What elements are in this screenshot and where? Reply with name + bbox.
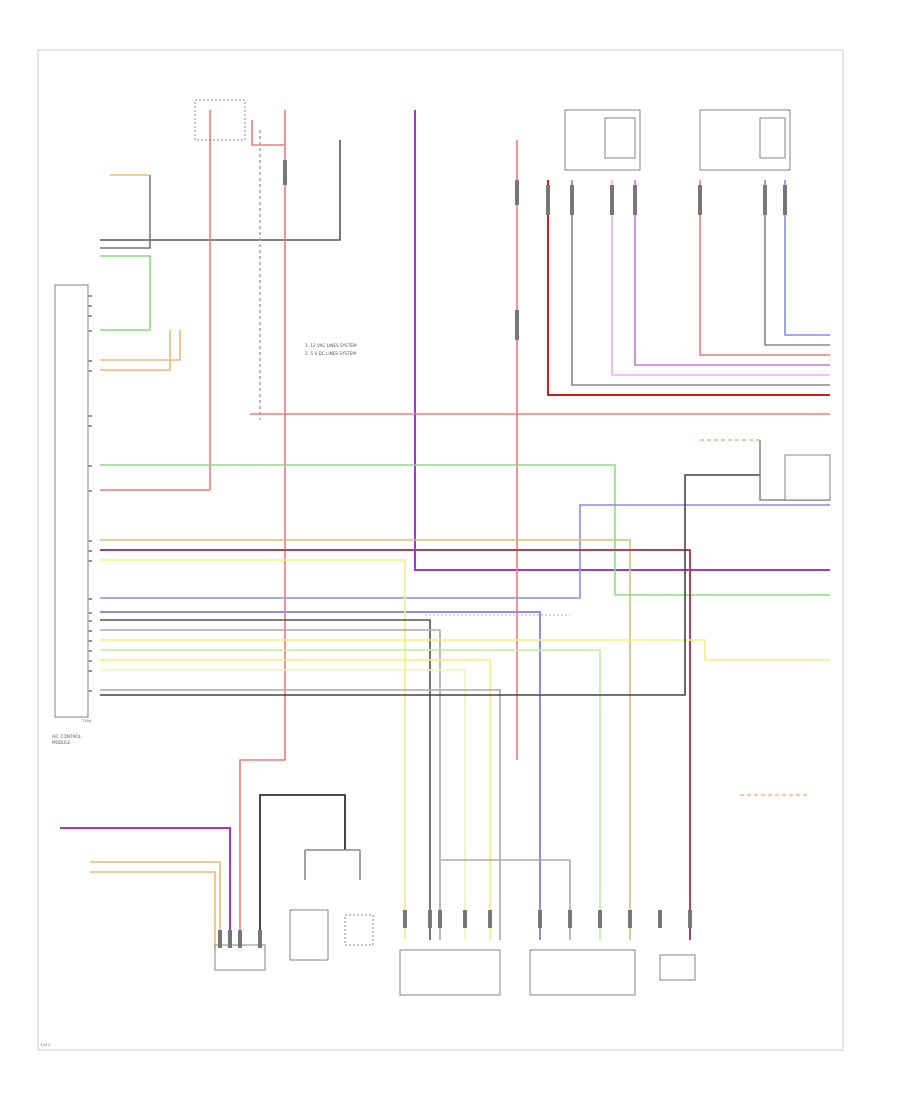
wire-yellow-2: [100, 639, 830, 661]
wire-orange-low-2: [90, 871, 216, 950]
sensor-block-3: [659, 954, 696, 981]
wire-yellow-3: [100, 659, 491, 940]
wire-blue-mid: [100, 611, 541, 940]
wire-orange-low-1: [90, 861, 221, 950]
wire-red-right-2: [699, 180, 830, 356]
wire-harness: [60, 110, 830, 950]
wire-black-low: [259, 794, 346, 950]
wire-blue-right: [784, 180, 830, 336]
wire-black-top-2: [100, 175, 151, 249]
wire-grey-low: [304, 849, 361, 880]
wire-grey-right-1: [571, 180, 830, 386]
wire-black-top-1: [100, 140, 341, 241]
actuator-1: [289, 909, 329, 961]
wire-green-mid: [100, 464, 830, 596]
module-connector: T16d: [81, 719, 91, 723]
wire-grey-3: [100, 689, 501, 940]
ac-control-module: [54, 284, 89, 718]
module-label-1: A/C CONTROL: [52, 734, 82, 739]
wire-brownred-bundle: [100, 549, 691, 940]
wire-grey-1: [100, 629, 441, 940]
module-pins: [88, 295, 92, 692]
wire-grey-right-2: [764, 180, 830, 346]
diagram-frame: [37, 49, 844, 1051]
sensor-right: [784, 454, 831, 501]
wire-blue-2: [100, 504, 830, 599]
connector-terminals: [218, 160, 787, 948]
wire-black-2: [100, 474, 760, 696]
note-1: 1. 12 VAC LINES SYSTEM: [305, 343, 357, 348]
page-ref: 1 of 2: [40, 1043, 50, 1047]
wire-yellow-1: [100, 559, 406, 940]
wire-grey-link: [440, 859, 571, 940]
wire-green-light-2: [100, 649, 601, 940]
wire-red-main: [239, 110, 286, 950]
wire-pink-right: [611, 180, 830, 376]
wire-violet-long: [414, 110, 830, 571]
wire-orange-2: [100, 330, 171, 371]
components: [54, 99, 831, 996]
wire-green-top: [100, 255, 151, 331]
sensor-block-1: [399, 949, 501, 996]
wire-violet-right: [634, 180, 830, 366]
module-label-2: MODULE: [52, 740, 71, 745]
wire-orange-1: [100, 330, 181, 361]
wire-red-dark-right: [547, 180, 830, 396]
actuator-2: [344, 914, 374, 946]
wire-violet-low: [60, 827, 231, 950]
wire-red-fuse: [100, 110, 211, 491]
wire-yellow-light: [100, 669, 466, 940]
wire-red-2: [251, 120, 285, 146]
switch-box-3: [604, 117, 636, 159]
sensor-block-2: [529, 949, 636, 996]
note-2: 2. 5 V DC LINES SYSTEM: [305, 351, 356, 356]
connector-left: [214, 944, 266, 971]
wire-orange-bundle: [100, 539, 631, 940]
wire-black-1: [100, 619, 431, 940]
switch-box-4: [759, 117, 786, 159]
connector-top-left: [194, 99, 246, 141]
